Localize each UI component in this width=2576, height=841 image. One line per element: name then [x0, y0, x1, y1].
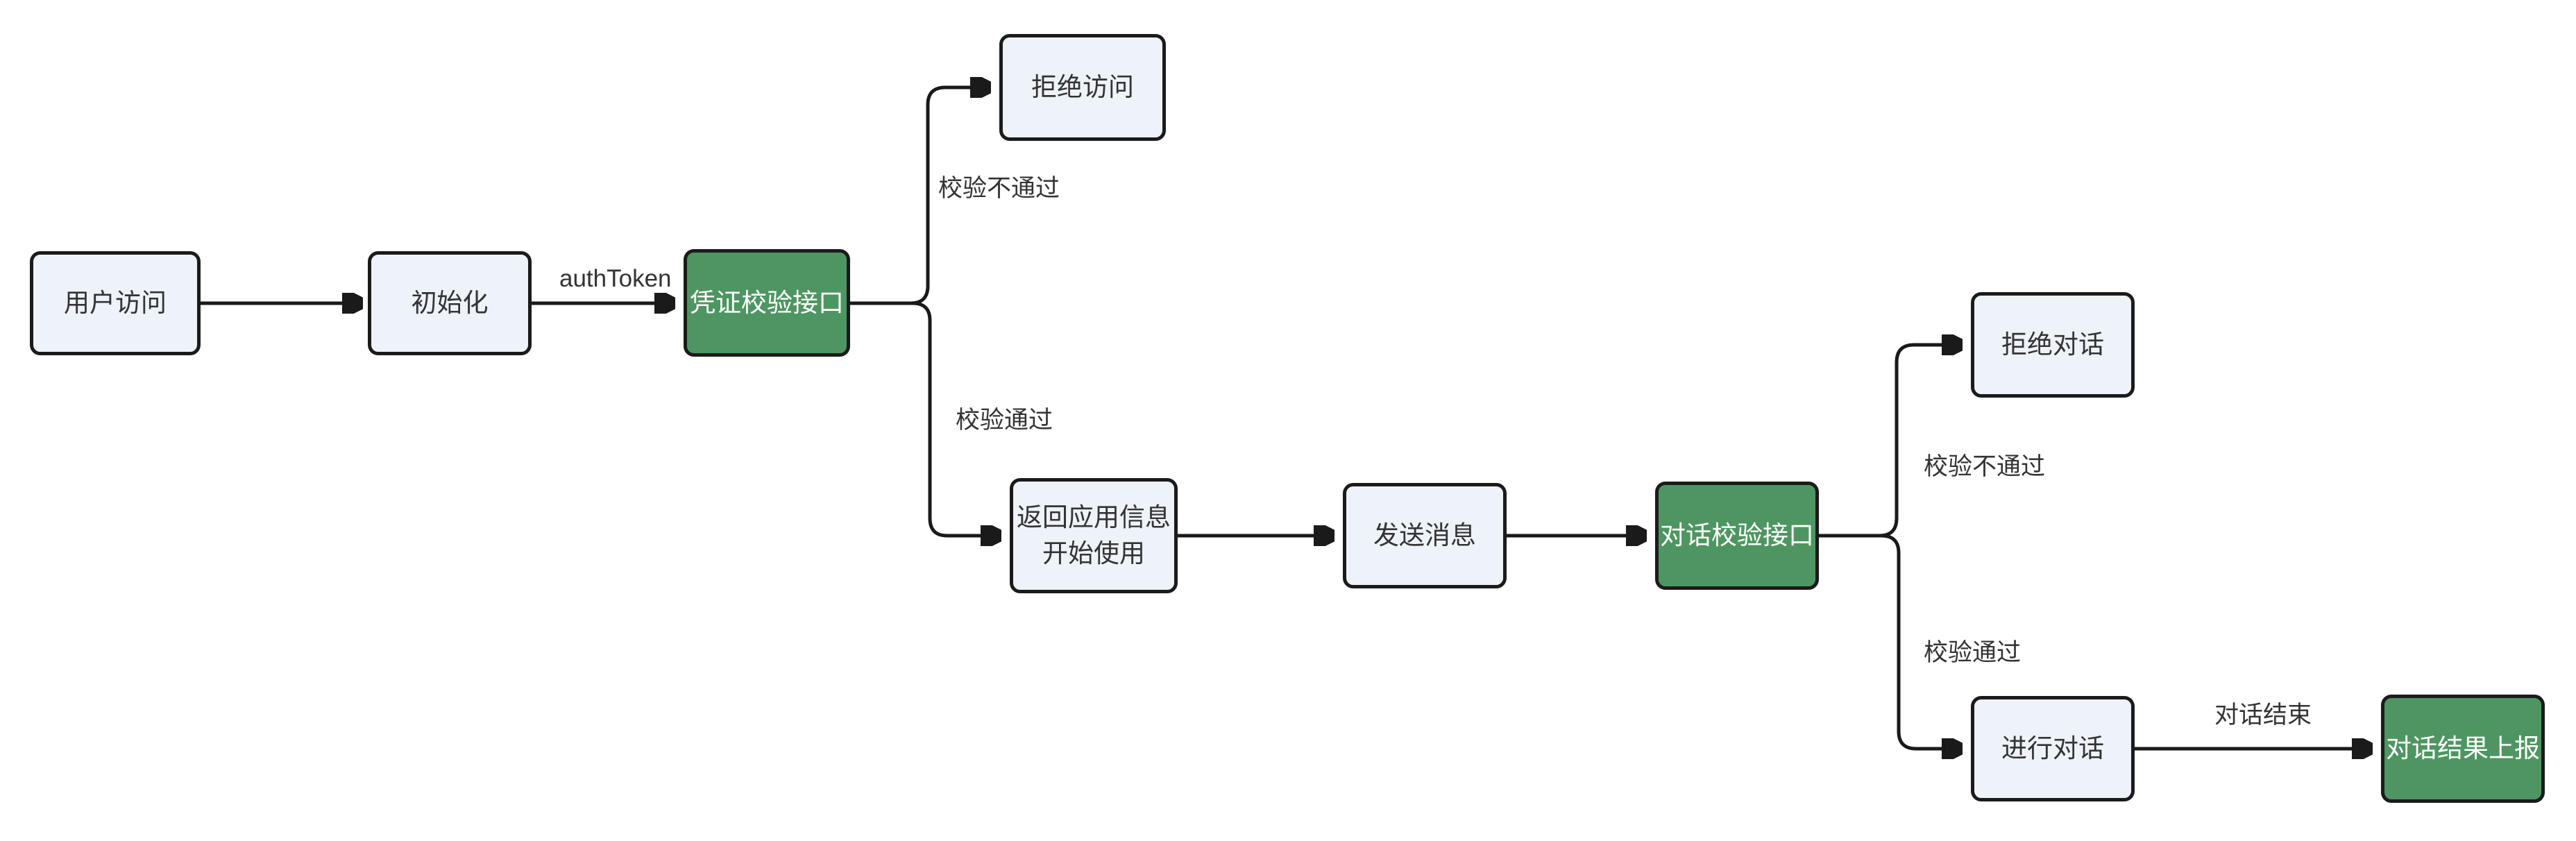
- node-return-app-info-label: 返回应用信息 开始使用: [1017, 500, 1171, 572]
- node-init-label: 初始化: [411, 289, 489, 318]
- node-user-access: 用户访问: [30, 251, 201, 355]
- edge-label-check-pass-1: 校验通过: [956, 407, 1053, 434]
- edge-dialog-check-to-do-dialog: [1819, 534, 1960, 749]
- node-return-app-info-line1: 返回应用信息: [1017, 503, 1171, 532]
- edge-label-check-pass-2: 校验通过: [1924, 639, 2022, 667]
- node-dialog-check: 对话校验接口: [1655, 482, 1819, 590]
- node-send-message-label: 发送消息: [1373, 521, 1476, 550]
- node-credential-check: 凭证校验接口: [684, 249, 850, 357]
- node-credential-check-label: 凭证校验接口: [690, 288, 844, 317]
- node-user-access-label: 用户访问: [64, 289, 167, 318]
- edge-label-auth-token: authToken: [559, 265, 672, 293]
- node-return-app-info: 返回应用信息 开始使用: [1010, 478, 1178, 593]
- edge-credential-check-to-return-app-info: [850, 301, 999, 536]
- node-report-result-label: 对话结果上报: [2386, 734, 2540, 763]
- node-dialog-check-label: 对话校验接口: [1660, 521, 1814, 550]
- edge-label-dialog-end: 对话结束: [2214, 702, 2312, 729]
- node-send-message: 发送消息: [1343, 483, 1507, 588]
- node-init: 初始化: [368, 251, 532, 355]
- node-do-dialog: 进行对话: [1971, 696, 2135, 801]
- edge-label-check-fail-2: 校验不通过: [1924, 453, 2046, 481]
- node-deny-dialog: 拒绝对话: [1971, 292, 2135, 398]
- edge-dialog-check-to-deny-dialog: [1819, 345, 1960, 538]
- node-deny-access: 拒绝访问: [999, 34, 1166, 141]
- node-report-result: 对话结果上报: [2381, 695, 2545, 803]
- node-do-dialog-label: 进行对话: [2001, 734, 2104, 763]
- edge-label-check-fail-1: 校验不通过: [938, 175, 1060, 203]
- node-deny-access-label: 拒绝访问: [1031, 73, 1134, 102]
- node-return-app-info-line2: 开始使用: [1042, 539, 1145, 568]
- node-deny-dialog-label: 拒绝对话: [2001, 330, 2104, 359]
